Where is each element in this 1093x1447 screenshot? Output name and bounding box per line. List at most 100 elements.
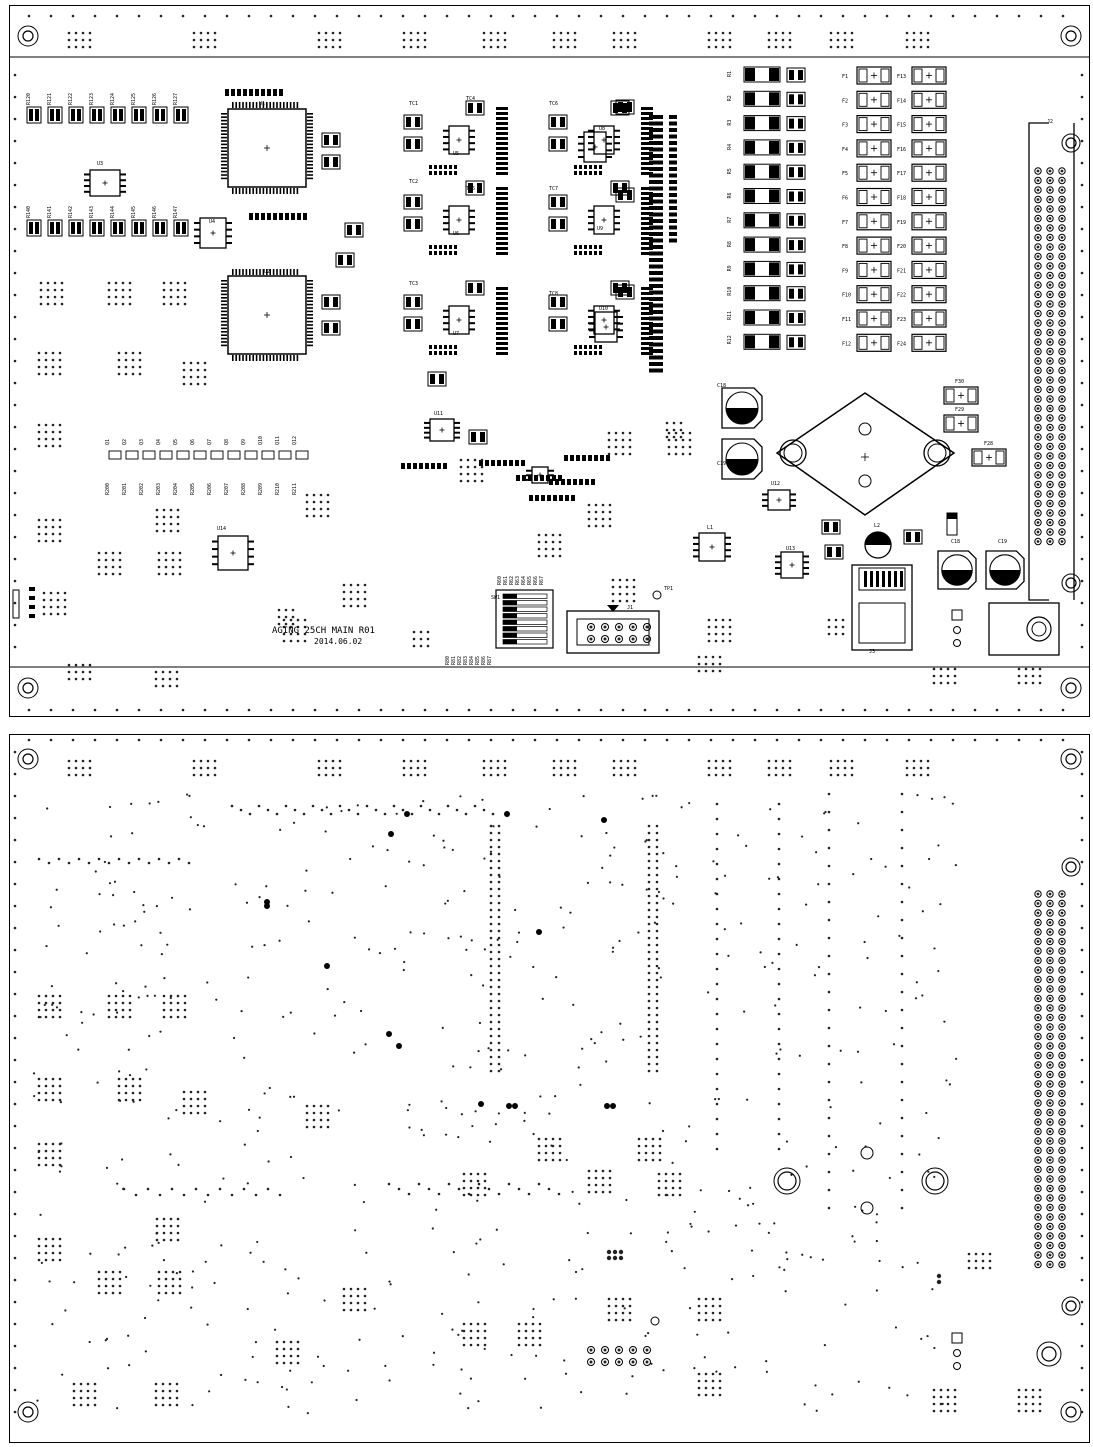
smd-capacitor [548, 316, 568, 332]
via-array [936, 1273, 942, 1285]
op-amp-ic [443, 205, 475, 235]
top-layer-silkscreen: R120R140R121R141R122R142R123R143R124R144… [9, 14, 1090, 712]
smd-capacitor [615, 284, 635, 300]
svg-text:U5: U5 [453, 151, 459, 157]
power-inductor [864, 531, 892, 559]
rail-via-row [13, 738, 1084, 1414]
svg-text:F24: F24 [897, 341, 906, 347]
edge-header-j2 [1028, 122, 1075, 601]
op-amp-ic [443, 125, 475, 155]
via-array [697, 1372, 722, 1397]
via-array [482, 759, 507, 777]
via-array [192, 31, 217, 49]
smd-resistor [743, 163, 781, 180]
svg-text:R8: R8 [727, 241, 733, 247]
smd-capacitor [403, 316, 423, 332]
bottom-layer-drill-map [13, 738, 1084, 1423]
fuse [856, 66, 892, 85]
smd-capacitor [403, 294, 423, 310]
svg-text:R207: R207 [224, 483, 230, 495]
smd-resistor [743, 212, 781, 229]
transistor-row: Q1R200Q2R201Q3R202Q4R203Q5R204Q6R205Q7R2… [105, 436, 309, 495]
fuse [856, 187, 892, 207]
svg-text:F11: F11 [842, 317, 851, 323]
svg-text:R5: R5 [727, 168, 733, 174]
svg-text:R7: R7 [727, 217, 733, 223]
svg-text:R63: R63 [515, 576, 521, 585]
mounting-hole [1060, 1401, 1082, 1423]
svg-text:Q2: Q2 [122, 439, 128, 445]
smd-capacitor [786, 237, 806, 253]
svg-text:Q1: Q1 [105, 439, 111, 445]
svg-text:R62: R62 [509, 576, 515, 585]
bottom-panel-frame [9, 734, 1090, 1443]
svg-text:R1: R1 [727, 71, 733, 77]
via-array [932, 1388, 957, 1413]
svg-text:U2: U2 [264, 269, 270, 275]
top-panel-frame [9, 5, 1090, 717]
dip-ic-bottom-left [212, 535, 254, 571]
via-array [637, 1137, 662, 1162]
svg-text:TP1: TP1 [664, 586, 673, 592]
smd-resistor [743, 236, 781, 253]
svg-text:F13: F13 [897, 74, 906, 80]
svg-text:U3: U3 [97, 161, 103, 167]
via-array [905, 759, 930, 777]
mounting-hole [1061, 133, 1081, 153]
svg-text:F7: F7 [842, 220, 848, 226]
smd-capacitor [786, 286, 806, 302]
svg-text:R10: R10 [727, 287, 733, 296]
fuse [911, 139, 947, 158]
via-array [117, 1077, 142, 1102]
via-array [157, 1270, 182, 1295]
channel-block [548, 280, 653, 355]
svg-text:Q8: Q8 [224, 439, 230, 445]
fuse [911, 309, 947, 328]
channel-block [403, 280, 508, 355]
svg-text:R143: R143 [89, 206, 95, 218]
svg-text:R202: R202 [139, 483, 145, 495]
edge-header-holes [1034, 890, 1066, 1269]
svg-text:R81: R81 [451, 656, 457, 665]
smd-capacitor [465, 280, 485, 296]
via-array [107, 281, 132, 306]
via-array [342, 583, 367, 608]
svg-text:Q7: Q7 [207, 439, 213, 445]
fuse [911, 260, 947, 279]
mounting-hole [1061, 573, 1081, 593]
via-array [37, 1142, 62, 1167]
svg-text:F21: F21 [897, 268, 906, 274]
smd-capacitor [321, 294, 341, 310]
via-array [707, 759, 732, 777]
via-array [905, 31, 930, 49]
fuse [856, 114, 892, 134]
svg-text:R140: R140 [26, 206, 32, 218]
svg-text:F10: F10 [842, 293, 851, 299]
svg-text:Q10: Q10 [258, 436, 264, 445]
svg-text:U8: U8 [599, 126, 605, 132]
svg-text:U12: U12 [771, 481, 780, 487]
svg-text:TC2: TC2 [409, 179, 418, 185]
dc-jack-hole [1036, 1341, 1062, 1367]
svg-text:Q6: Q6 [190, 439, 196, 445]
svg-text:U4: U4 [209, 219, 215, 225]
smd-capacitor [786, 261, 806, 277]
svg-text:F30: F30 [955, 379, 964, 385]
mounting-hole [17, 748, 39, 770]
via-array [305, 493, 330, 518]
smd-resistor [743, 115, 781, 132]
fuse [856, 309, 892, 328]
via-array [305, 1104, 330, 1129]
via-array [611, 578, 636, 603]
via-array [72, 1382, 97, 1407]
via-array [1017, 667, 1042, 685]
svg-text:R85: R85 [475, 656, 481, 665]
via-array [537, 533, 562, 558]
via-array [282, 618, 307, 643]
svg-text:R141: R141 [47, 206, 53, 218]
op-amp-ic [424, 418, 460, 442]
svg-text:R201: R201 [122, 483, 128, 495]
passive-cluster [529, 495, 575, 501]
svg-text:C18: C18 [951, 539, 960, 545]
